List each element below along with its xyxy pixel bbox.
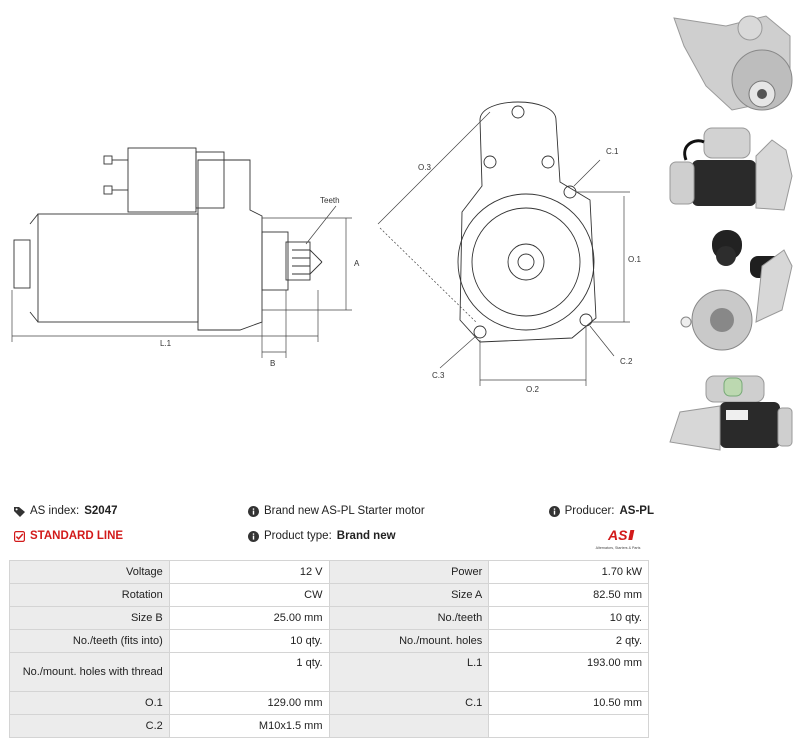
spec-value: 12 V xyxy=(168,560,330,584)
mount-hole-c2 xyxy=(579,313,593,327)
spec-value: CW xyxy=(168,583,330,607)
product-photo-3[interactable] xyxy=(666,226,796,354)
product-photo-2[interactable] xyxy=(666,120,796,216)
spec-value: 129.00 mm xyxy=(168,691,330,715)
info-icon xyxy=(248,505,259,517)
spec-key: Voltage xyxy=(9,560,170,584)
dimension-l1-label: L.1 xyxy=(160,339,172,348)
as-pl-logo: AS Alternators, Starters & Parts xyxy=(596,527,641,550)
spec-value xyxy=(488,714,649,738)
spec-value: 1 qty. xyxy=(168,652,330,692)
as-index: AS index: S2047 xyxy=(14,505,118,517)
spec-key: O.1 xyxy=(9,691,170,715)
logo-mark: AS xyxy=(607,527,628,543)
info-icon xyxy=(548,505,560,517)
table-row: No./mount. holes with thread 1 qty. L.1 … xyxy=(9,652,649,692)
spec-key: Size A xyxy=(328,583,490,607)
spec-key: No./teeth xyxy=(328,606,490,630)
technical-drawing: Teeth A L.1 B O.3 C.1 O.1 C.2 C.3 O.2 xyxy=(11,101,641,394)
product-photo-1[interactable] xyxy=(666,6,796,114)
spec-value: 10.50 mm xyxy=(488,691,649,715)
table-row: Rotation CW Size A 82.50 mm xyxy=(9,583,649,607)
table-row: Voltage 12 V Power 1.70 kW xyxy=(9,560,649,584)
spec-key: No./mount. holes with thread xyxy=(9,652,170,692)
spec-key: Rotation xyxy=(9,583,170,607)
dimension-o1-label: O.1 xyxy=(628,255,641,264)
dimension-b-label: B xyxy=(270,359,275,368)
producer-value: AS-PL xyxy=(619,505,655,517)
dimension-a-label: A xyxy=(354,259,360,268)
product-photos xyxy=(660,0,800,460)
spec-key: C.2 xyxy=(9,714,170,738)
description: Brand new AS-PL Starter motor xyxy=(248,505,425,517)
as-index-value: S2047 xyxy=(84,505,118,517)
motor-body-outline xyxy=(37,213,199,323)
logo-tagline: Alternators, Starters & Parts xyxy=(596,546,641,550)
drive-housing-outline xyxy=(197,159,263,331)
dimension-c3-label: C.3 xyxy=(432,371,445,380)
product-type: Product type: Brand new xyxy=(248,530,396,542)
spec-key: Power xyxy=(328,560,490,584)
spec-value: 10 qty. xyxy=(488,606,649,630)
spec-value: 10 qty. xyxy=(168,629,330,653)
teeth-label: Teeth xyxy=(320,196,340,205)
spec-key: L.1 xyxy=(328,652,490,692)
flange-outline xyxy=(459,101,597,343)
housing-circle xyxy=(457,193,595,331)
specifications-table: Voltage 12 V Power 1.70 kW Rotation CW S… xyxy=(9,560,649,738)
product-photo-4[interactable] xyxy=(666,372,796,454)
standard-line-badge: STANDARD LINE xyxy=(14,530,123,542)
spec-key: C.1 xyxy=(328,691,490,715)
product-type-value: Brand new xyxy=(336,530,396,542)
spec-key: Size B xyxy=(9,606,170,630)
table-row: C.2 M10x1.5 mm xyxy=(9,714,649,738)
producer: Producer: AS-PL xyxy=(548,505,655,517)
info-icon xyxy=(248,530,259,542)
standard-line-label: STANDARD LINE xyxy=(30,530,124,542)
spec-key: No./mount. holes xyxy=(328,629,490,653)
product-info: AS index: S2047 STANDARD LINE Brand new … xyxy=(14,503,654,553)
spec-key: No./teeth (fits into) xyxy=(9,629,170,653)
table-row: No./teeth (fits into) 10 qty. No./mount.… xyxy=(9,629,649,653)
table-row: O.1 129.00 mm C.1 10.50 mm xyxy=(9,691,649,715)
spec-value: 25.00 mm xyxy=(168,606,330,630)
spec-value: 193.00 mm xyxy=(488,652,649,692)
dimension-o2-label: O.2 xyxy=(526,385,539,394)
solenoid-outline xyxy=(127,147,197,213)
producer-label: Producer: xyxy=(564,505,615,517)
mount-hole-c3 xyxy=(473,325,487,339)
checkbox-icon xyxy=(14,530,25,542)
spec-key xyxy=(328,714,490,738)
dimension-o3-label: O.3 xyxy=(418,163,431,172)
spec-value: 2 qty. xyxy=(488,629,649,653)
product-type-label: Product type: xyxy=(264,530,332,542)
dimension-c1-label: C.1 xyxy=(606,147,619,156)
tag-icon xyxy=(14,506,25,517)
spec-value: M10x1.5 mm xyxy=(168,714,330,738)
as-index-label: AS index: xyxy=(30,505,80,517)
table-row: Size B 25.00 mm No./teeth 10 qty. xyxy=(9,606,649,630)
spec-value: 1.70 kW xyxy=(488,560,649,584)
description-text: Brand new AS-PL Starter motor xyxy=(264,505,425,517)
spec-value: 82.50 mm xyxy=(488,583,649,607)
dimension-c2-label: C.2 xyxy=(620,357,633,366)
